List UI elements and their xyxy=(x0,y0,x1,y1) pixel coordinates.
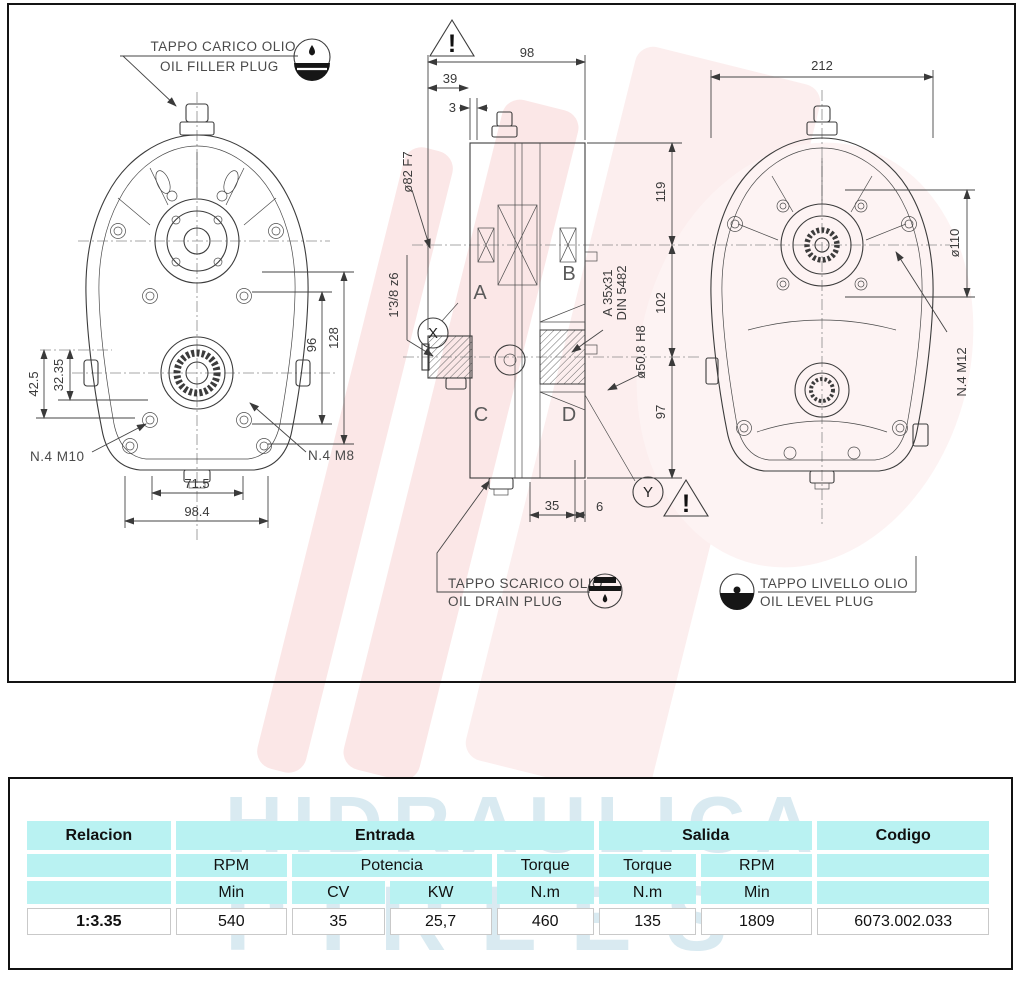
section-view: A B C D X Y ! ! xyxy=(400,18,709,522)
dim-39: 39 xyxy=(443,71,457,86)
value-torque-in: 460 xyxy=(496,908,594,935)
dim-1-3-8-z6: 1'3/8 z6 xyxy=(386,272,401,317)
section-right-dimensions: 119 102 97 xyxy=(587,142,682,479)
level-plug-label-it: TAPPO LIVELLO OLIO xyxy=(760,576,908,591)
filler-plug-label-it: TAPPO CARICO OLIO xyxy=(150,39,296,54)
balloon-y-label: Y xyxy=(643,484,653,501)
dim-98-4: 98.4 xyxy=(184,504,209,519)
spline-hub-spec-1: A 35x31 xyxy=(600,270,615,317)
dim-3: 3 xyxy=(449,100,456,115)
subheader-potencia: Potencia xyxy=(291,854,492,877)
note-n4-m8: N.4 M8 xyxy=(308,448,355,463)
unit-min-in: Min xyxy=(175,881,287,904)
detail-balloon-y xyxy=(632,476,664,508)
header-entrada: Entrada xyxy=(175,821,594,850)
dim-6: 6 xyxy=(596,499,603,514)
spline-hub-spec-2: DIN 5482 xyxy=(614,266,629,321)
technical-drawing: 42.5 32.35 N.4 M10 96 128 N.4 M8 xyxy=(26,18,975,610)
value-cv: 35 xyxy=(291,908,385,935)
section-point-c: C xyxy=(474,404,488,426)
section-top-dimensions: 98 39 3 xyxy=(427,45,586,330)
front-bottom-dimensions: 71.5 98.4 xyxy=(124,476,269,528)
oil-filler-icon xyxy=(293,38,331,81)
warning-exclamation: ! xyxy=(682,490,690,518)
front-left-dimensions: 42.5 32.35 N.4 M10 xyxy=(26,349,148,464)
drain-plug-label-it: TAPPO SCARICO OLIO xyxy=(448,576,603,591)
dim-dia110: ø110 xyxy=(947,229,962,258)
header-relacion: Relacion xyxy=(27,821,171,850)
dim-dia50-8-h8: ø50.8 H8 xyxy=(633,325,648,378)
dim-96: 96 xyxy=(304,338,319,352)
spec-table-frame: HIDRAULICA PIRLES Relacion Entrada Salid… xyxy=(8,777,1013,970)
value-torque-out: 135 xyxy=(598,908,697,935)
oil-drain-icon xyxy=(587,573,623,609)
unit-kw: KW xyxy=(389,881,492,904)
dim-dia82-f7: ø82 F7 xyxy=(400,151,415,192)
front-view: 42.5 32.35 N.4 M10 96 128 N.4 M8 xyxy=(26,92,434,540)
subheader-torque-in: Torque xyxy=(496,854,594,877)
dim-102: 102 xyxy=(653,292,668,314)
section-point-b: B xyxy=(562,263,575,285)
dim-128: 128 xyxy=(326,327,341,349)
dim-42-5: 42.5 xyxy=(26,371,41,396)
dim-32-35: 32.35 xyxy=(51,359,66,392)
value-rpm-in: 540 xyxy=(175,908,287,935)
input-spline xyxy=(804,227,840,263)
blank-cell xyxy=(817,881,989,904)
output-spline xyxy=(173,349,221,397)
oil-level-icon xyxy=(719,573,755,610)
unit-nm-in: N.m xyxy=(496,881,594,904)
rear-top-dimension: 212 xyxy=(710,58,934,138)
dim-71-5: 71.5 xyxy=(184,476,209,491)
warning-triangle-icon xyxy=(663,478,709,517)
bolt-holes xyxy=(110,190,284,454)
technical-drawing-frame: 42.5 32.35 N.4 M10 96 128 N.4 M8 xyxy=(7,3,1016,683)
drain-plug-callout: TAPPO SCARICO OLIO OIL DRAIN PLUG xyxy=(436,480,623,609)
unit-cv: CV xyxy=(291,881,385,904)
internal-spline-hub xyxy=(539,329,586,385)
value-codigo: 6073.002.033 xyxy=(817,908,989,935)
oil-level-plug xyxy=(912,423,929,447)
ratio-spec-table: Relacion Entrada Salida Codigo RPM Poten… xyxy=(22,817,994,939)
unit-min-out: Min xyxy=(701,881,813,904)
filler-plug-label-en: OIL FILLER PLUG xyxy=(160,59,279,74)
note-n4-m12: N.4 M12 xyxy=(954,347,969,396)
detail-balloon-x xyxy=(417,317,449,349)
blank-cell xyxy=(817,854,989,877)
value-kw: 25,7 xyxy=(389,908,492,935)
drain-plug-label-en: OIL DRAIN PLUG xyxy=(448,594,563,609)
balloon-x-label: X xyxy=(428,325,438,342)
level-plug-label-en: OIL LEVEL PLUG xyxy=(760,594,874,609)
subheader-torque-out: Torque xyxy=(598,854,697,877)
warning-triangle-icon xyxy=(429,18,475,57)
header-codigo: Codigo xyxy=(817,821,989,850)
blank-cell xyxy=(27,854,171,877)
dim-35: 35 xyxy=(545,498,559,513)
header-salida: Salida xyxy=(598,821,813,850)
rear-view: 212 ø110 N.4 M12 xyxy=(698,58,975,525)
dim-119: 119 xyxy=(653,182,668,203)
section-point-d: D xyxy=(562,404,576,426)
blank-cell xyxy=(27,881,171,904)
dim-98: 98 xyxy=(520,45,534,60)
note-n4-m10: N.4 M10 xyxy=(30,449,85,464)
pto-spline-note: 1'3/8 z6 xyxy=(386,255,434,357)
filler-plug-callout: TAPPO CARICO OLIO OIL FILLER PLUG xyxy=(120,38,331,107)
section-bottom-dimensions: 35 6 xyxy=(529,460,603,522)
dim-212: 212 xyxy=(811,58,833,73)
dim-97: 97 xyxy=(653,405,668,419)
rear-bolt-holes xyxy=(727,199,917,460)
value-relacion: 1:3.35 xyxy=(27,908,171,935)
front-right-dimensions: 96 128 N.4 M8 xyxy=(249,271,355,463)
section-point-a: A xyxy=(473,282,487,304)
rear-dia110-dimension: ø110 xyxy=(845,189,975,298)
value-rpm-out: 1809 xyxy=(701,908,813,935)
level-plug-callout: TAPPO LIVELLO OLIO OIL LEVEL PLUG xyxy=(719,556,917,610)
pto-shaft xyxy=(427,335,473,379)
unit-nm-out: N.m xyxy=(598,881,697,904)
warning-exclamation: ! xyxy=(448,30,456,58)
subheader-rpm-in: RPM xyxy=(175,854,287,877)
subheader-rpm-out: RPM xyxy=(701,854,813,877)
